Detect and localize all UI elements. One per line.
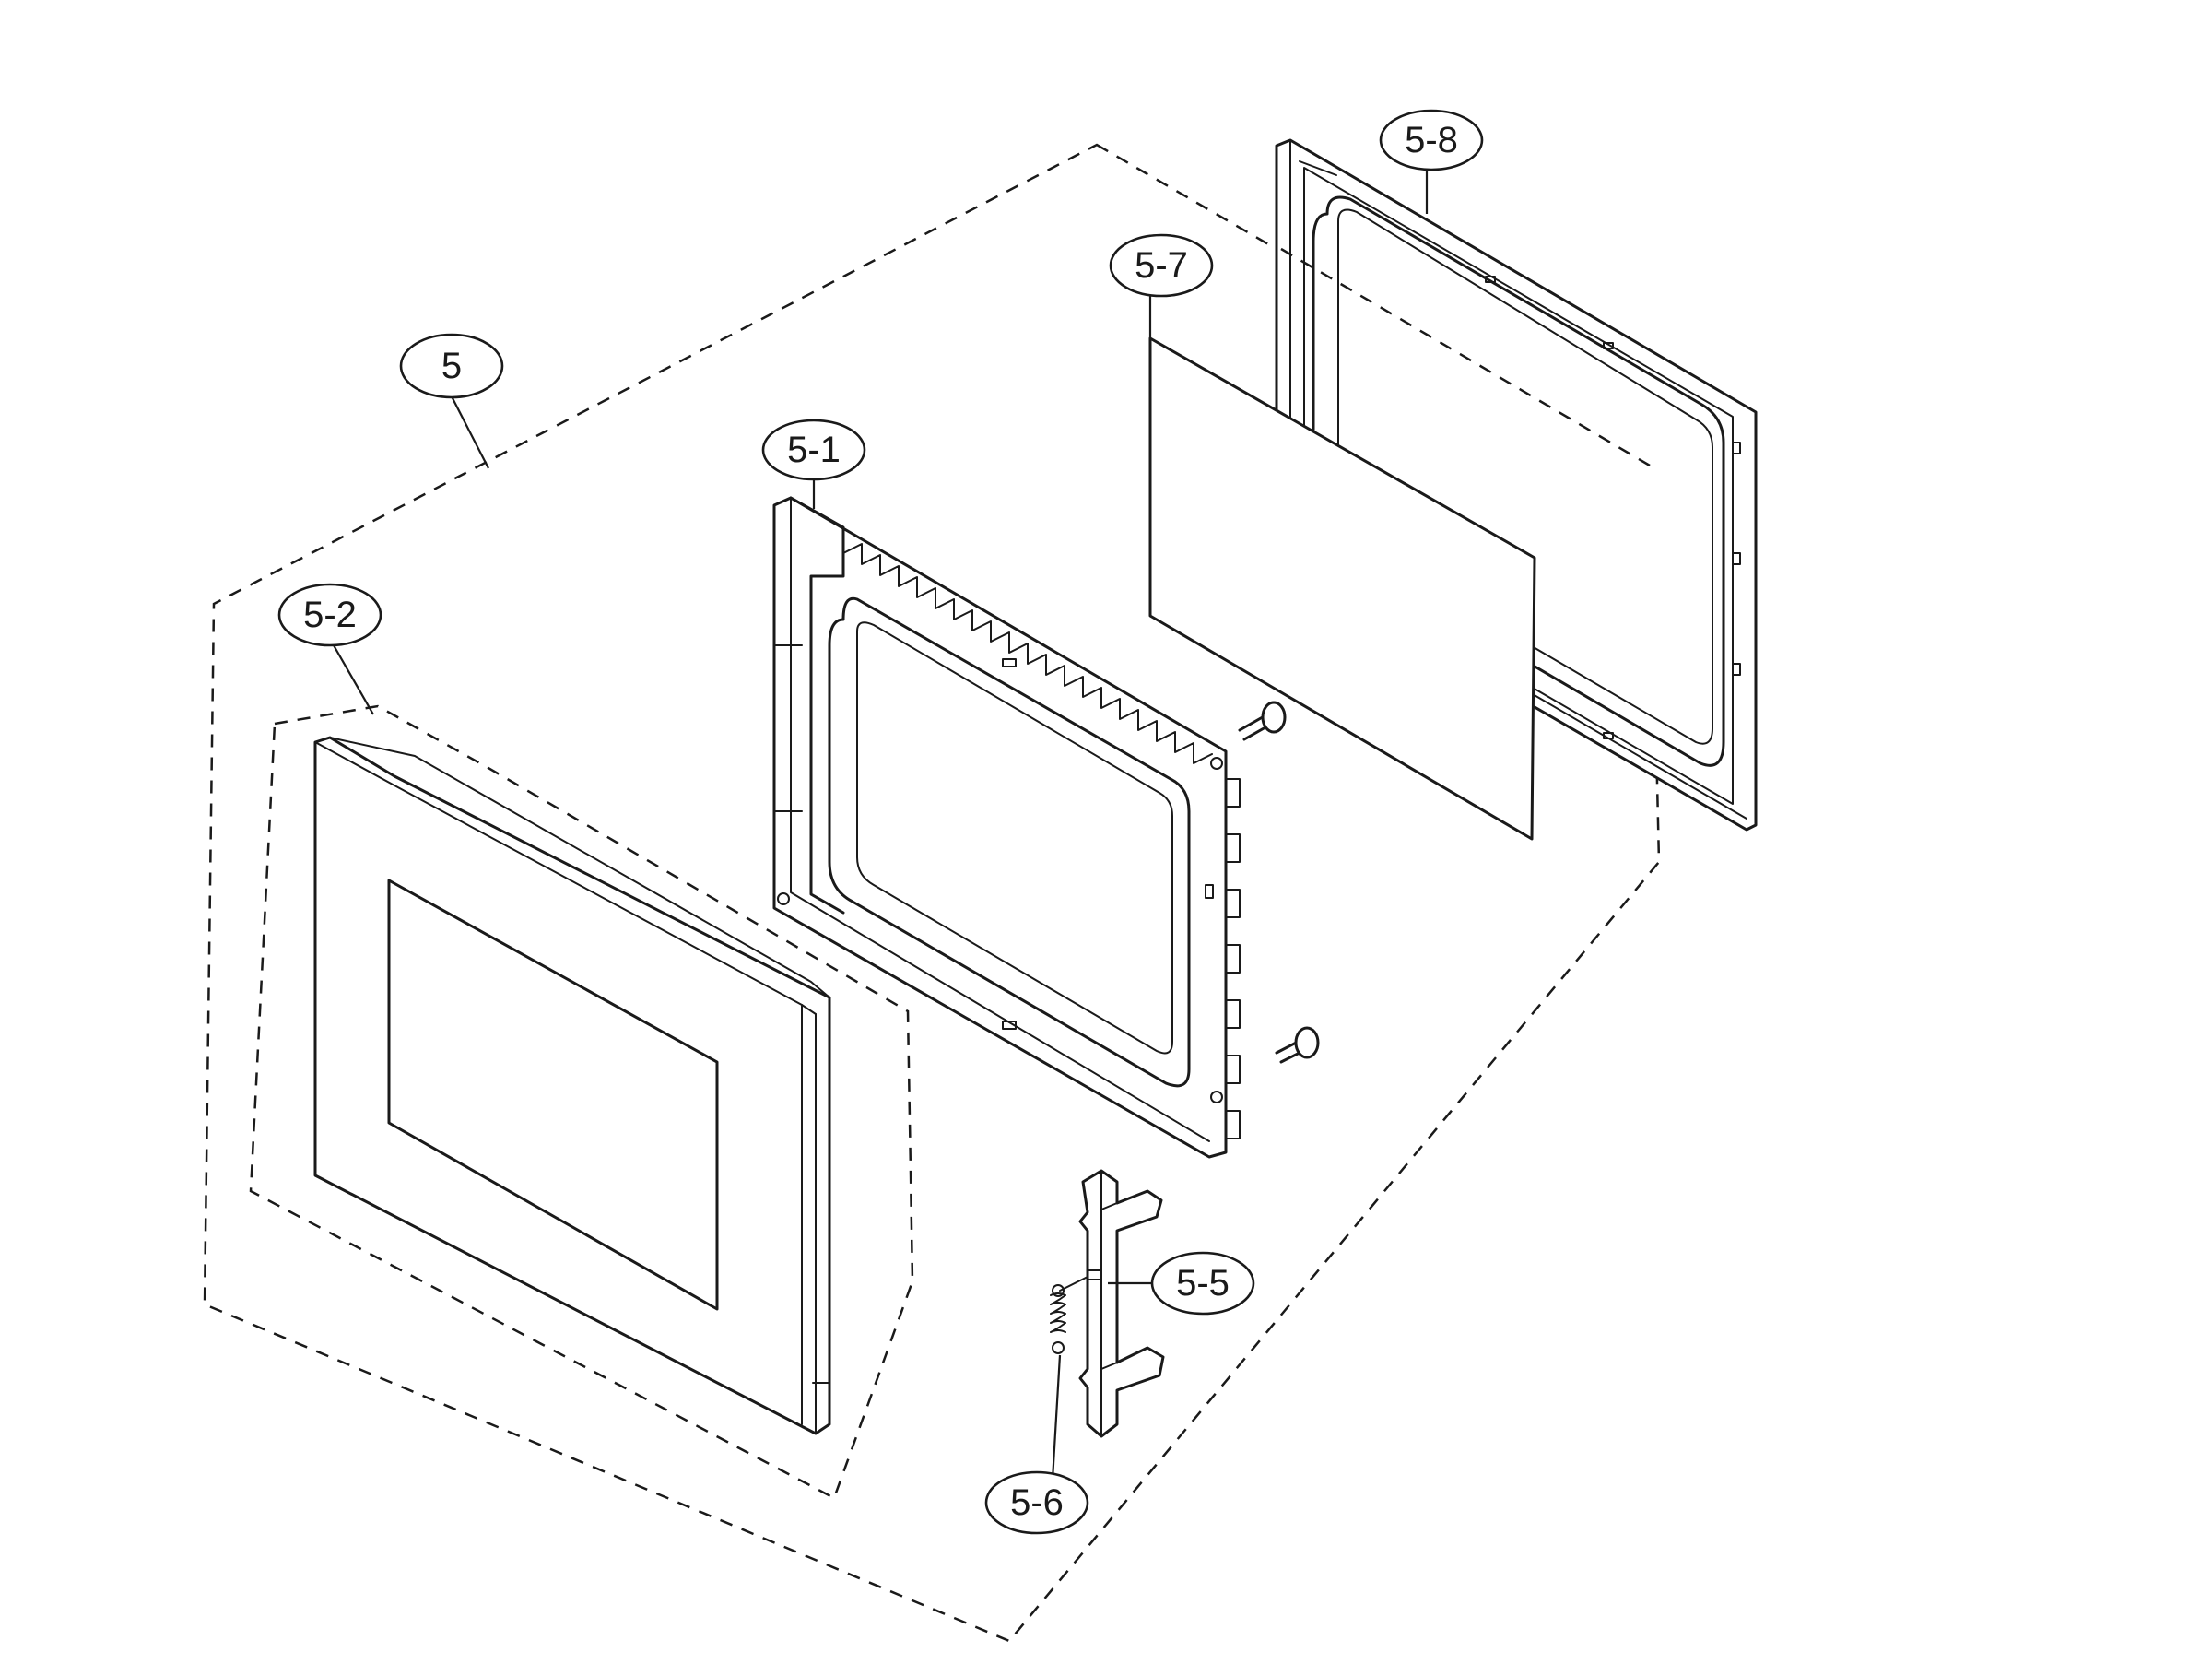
callout-5-1-label: 5-1 — [787, 430, 841, 470]
inner-door-frame — [772, 496, 1241, 1159]
door-outer-panel — [313, 736, 831, 1435]
callout-5-8: 5-8 — [1379, 109, 1484, 171]
latch-spring — [1050, 1276, 1088, 1354]
assembly-group-outline — [203, 143, 1661, 1643]
callout-5-5: 5-5 — [1150, 1251, 1255, 1316]
callout-5-6: 5-6 — [984, 1470, 1089, 1535]
door-glass-sheet — [1148, 336, 1536, 841]
callout-5-6-label: 5-6 — [1010, 1482, 1064, 1523]
callout-5: 5 — [399, 333, 504, 399]
screw-lower — [1275, 1026, 1320, 1064]
callout-5-7-label: 5-7 — [1135, 245, 1188, 286]
latch-head — [1078, 1169, 1165, 1438]
door-panel-group-outline — [249, 704, 914, 1500]
callout-5-1: 5-1 — [761, 419, 866, 481]
callout-5-5-label: 5-5 — [1176, 1263, 1230, 1304]
callout-5-2: 5-2 — [277, 583, 382, 647]
callout-5-7: 5-7 — [1109, 233, 1214, 298]
screw-upper — [1238, 701, 1287, 741]
callout-5-8-label: 5-8 — [1405, 120, 1458, 160]
callout-5-label: 5 — [441, 346, 462, 386]
callout-5-2-label: 5-2 — [303, 595, 357, 635]
